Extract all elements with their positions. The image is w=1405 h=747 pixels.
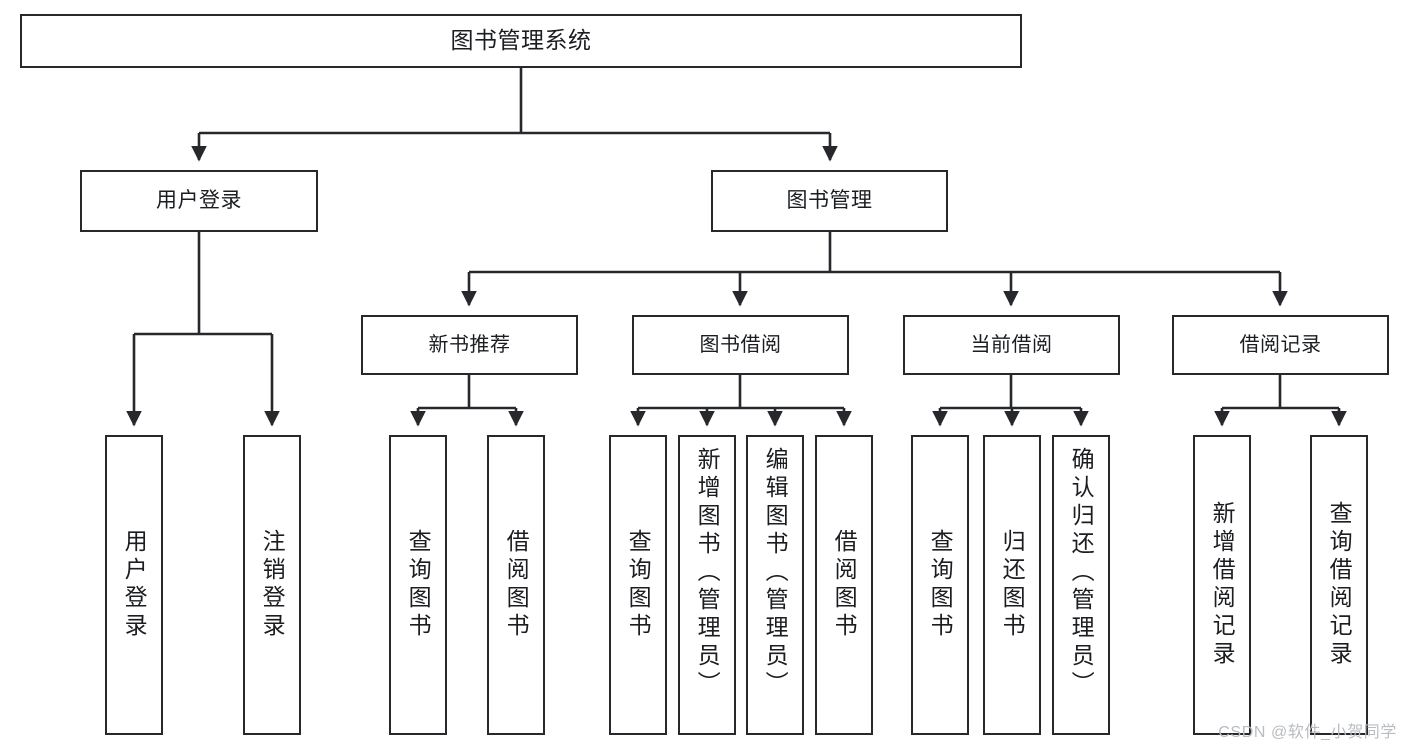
node-label: 图书借阅 [699, 333, 782, 356]
node-book-borrow[interactable]: 图书借阅 [632, 315, 849, 375]
leaf-query-book-current[interactable]: 查询图书 [911, 435, 969, 735]
node-label: 图书管理系统 [450, 27, 592, 54]
node-label: 查询借阅记录 [1326, 501, 1353, 669]
node-label: 借阅记录 [1239, 333, 1322, 356]
node-label: 借阅图书 [831, 529, 858, 641]
node-label: 归还图书 [999, 529, 1026, 641]
leaf-add-borrow-record[interactable]: 新增借阅记录 [1193, 435, 1251, 735]
leaf-borrow-book[interactable]: 借阅图书 [815, 435, 873, 735]
leaf-confirm-return-admin[interactable]: 确认归还（管理员） [1052, 435, 1110, 735]
node-borrow-record[interactable]: 借阅记录 [1172, 315, 1389, 375]
node-label: 新增借阅记录 [1209, 501, 1236, 669]
leaf-user-logout[interactable]: 注销登录 [243, 435, 301, 735]
leaf-user-login[interactable]: 用户登录 [105, 435, 163, 735]
node-label: 用户登录 [156, 189, 242, 213]
leaf-query-book[interactable]: 查询图书 [609, 435, 667, 735]
node-label: 查询图书 [405, 529, 432, 641]
node-user-login[interactable]: 用户登录 [80, 170, 318, 232]
node-label: 确认归还（管理员） [1068, 447, 1095, 699]
node-label: 新书推荐 [428, 333, 511, 356]
node-label: 用户登录 [121, 529, 148, 641]
node-label: 当前借阅 [970, 333, 1053, 356]
node-label: 新增图书（管理员） [694, 447, 721, 699]
leaf-add-book-admin[interactable]: 新增图书（管理员） [678, 435, 736, 735]
node-new-book-recommend[interactable]: 新书推荐 [361, 315, 578, 375]
node-root[interactable]: 图书管理系统 [20, 14, 1022, 68]
node-label: 借阅图书 [503, 529, 530, 641]
node-label: 查询图书 [927, 529, 954, 641]
leaf-query-borrow-record[interactable]: 查询借阅记录 [1310, 435, 1368, 735]
watermark: CSDN @软件_小贺同学 [1218, 724, 1397, 741]
leaf-edit-book-admin[interactable]: 编辑图书（管理员） [746, 435, 804, 735]
node-label: 注销登录 [259, 529, 286, 641]
node-book-management[interactable]: 图书管理 [711, 170, 948, 232]
node-label: 图书管理 [786, 189, 873, 213]
node-label: 编辑图书（管理员） [762, 447, 789, 699]
leaf-return-book[interactable]: 归还图书 [983, 435, 1041, 735]
node-current-borrow[interactable]: 当前借阅 [903, 315, 1120, 375]
leaf-borrow-book-recommend[interactable]: 借阅图书 [487, 435, 545, 735]
node-label: 查询图书 [625, 529, 652, 641]
leaf-query-book-recommend[interactable]: 查询图书 [389, 435, 447, 735]
